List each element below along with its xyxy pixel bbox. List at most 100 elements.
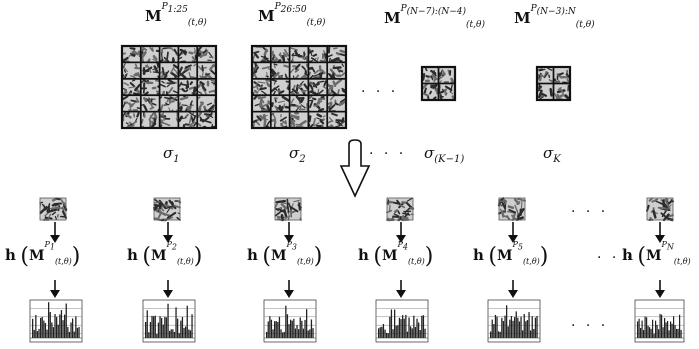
patch-ellipsis: · · · <box>571 204 608 220</box>
sigma-k: σK <box>543 144 561 165</box>
histogram-bar <box>655 321 656 338</box>
histogram-bar <box>498 331 499 338</box>
patch-grid-scale-k-cell <box>555 85 570 100</box>
histogram-bar <box>503 321 504 338</box>
histogram-bar <box>156 334 157 338</box>
patch-grid-scale-1-cell <box>142 113 159 127</box>
patch-grid-scale-k-minus-1-cell <box>440 68 455 83</box>
patch-grid-scale-1-cell <box>198 96 215 110</box>
histogram-bar <box>59 314 60 338</box>
histogram-bar <box>407 332 408 338</box>
patch-grid-scale-1-cell <box>161 63 178 77</box>
histogram-bar <box>172 329 173 338</box>
sigma-k-minus-1: σ(K−1) <box>424 144 464 165</box>
patch-grid-scale-1-cell <box>179 63 196 77</box>
histogram-bar <box>669 330 670 338</box>
histogram-bar <box>410 326 411 338</box>
histogram-bar <box>66 304 67 338</box>
histogram-bar <box>164 317 165 338</box>
histogram-bar <box>506 305 507 338</box>
patch-grid-scale-1-cell <box>142 96 159 110</box>
histogram-bar <box>306 309 307 338</box>
histogram-bar <box>161 318 162 338</box>
histogram-bar <box>532 316 533 338</box>
histogram-bar <box>279 317 280 338</box>
histogram-bar <box>295 328 296 338</box>
patch-grid-scale-2-cell <box>253 96 270 110</box>
patch-grid-scale-2-cell <box>272 63 289 77</box>
patch-grid-scale-1-cell <box>142 80 159 94</box>
histogram-bar <box>45 323 46 338</box>
histogram-bar <box>654 334 655 338</box>
histogram-bar <box>151 316 152 338</box>
histogram-bar <box>528 312 529 338</box>
patch-grid-scale-2-cell <box>309 96 326 110</box>
histogram-bar <box>509 320 510 338</box>
histogram-bar <box>651 329 652 338</box>
histogram-bar <box>50 312 51 338</box>
histogram-bar <box>61 310 62 338</box>
feature-expr-2: h (MP2(t,θ)) <box>127 244 202 269</box>
patch-grid-scale-1-cell <box>161 96 178 110</box>
histogram-bar <box>504 316 505 338</box>
histogram-bar <box>167 304 168 338</box>
histogram-bar <box>383 324 384 338</box>
histogram-bar <box>268 321 269 338</box>
histogram-bar <box>43 321 44 338</box>
histogram-bar <box>678 329 679 338</box>
patch-grid-scale-2-cell <box>253 113 270 127</box>
histogram-bar <box>269 316 270 338</box>
histogram-bar <box>530 330 531 338</box>
histogram-bar <box>394 310 395 338</box>
histogram-bar <box>34 330 35 338</box>
histogram-bar <box>37 331 38 338</box>
patch-grid-scale-2-cell <box>309 113 326 127</box>
patch-grid-scale-2-cell <box>328 96 345 110</box>
histogram-bar <box>389 317 390 338</box>
histogram-bar <box>418 322 419 338</box>
histogram-bar <box>673 316 674 338</box>
arrow-head-icon <box>655 290 665 298</box>
patch-grid-scale-1-cell <box>198 113 215 127</box>
patch-grid-scale-2-cell <box>253 80 270 94</box>
histogram-bar <box>309 329 310 338</box>
histogram-bar <box>42 317 43 338</box>
histogram-bar <box>524 314 525 338</box>
histogram-bar <box>284 332 285 338</box>
histogram-bar <box>54 314 55 338</box>
histogram-bar <box>645 316 646 338</box>
histogram-bar <box>517 318 518 338</box>
patch-grid-scale-2-cell <box>272 113 289 127</box>
histogram-bar <box>182 317 183 338</box>
histogram-bar <box>298 329 299 338</box>
patch-grid-scale-1-cell <box>179 47 196 61</box>
feature-expr-1: h (MP1(t,θ)) <box>5 244 80 269</box>
histogram-bar <box>490 332 491 338</box>
patch-grid-scale-k-minus-1-cell <box>423 68 438 83</box>
histogram-bar <box>681 330 682 338</box>
histogram-bar <box>399 318 400 338</box>
histogram-bar <box>675 325 676 338</box>
histogram-bar <box>77 328 78 338</box>
feature-expr-5: h (MP5(t,θ)) <box>473 244 548 269</box>
histogram-bar <box>166 317 167 338</box>
histogram-bar <box>53 327 54 338</box>
histogram-bar <box>308 331 309 338</box>
histogram-bar <box>396 326 397 338</box>
scale-label-k: MP(N−3):N(t,θ) <box>514 8 595 30</box>
feature-expr-4: h (MP4(t,θ)) <box>358 244 433 269</box>
histogram-bar <box>75 316 76 338</box>
histogram-bar <box>664 318 665 338</box>
histogram-bar <box>35 315 36 338</box>
histogram-bar <box>56 317 57 338</box>
histogram-bar <box>386 333 387 338</box>
histogram-bar <box>405 315 406 338</box>
histogram-bar <box>508 326 509 338</box>
histogram-bar <box>277 322 278 338</box>
histogram-bar <box>679 315 680 338</box>
histogram-bar <box>304 320 305 338</box>
histogram-bar <box>153 316 154 338</box>
histogram-bar <box>293 319 294 338</box>
feature-expr-3: h (MP3(t,θ)) <box>247 244 322 269</box>
